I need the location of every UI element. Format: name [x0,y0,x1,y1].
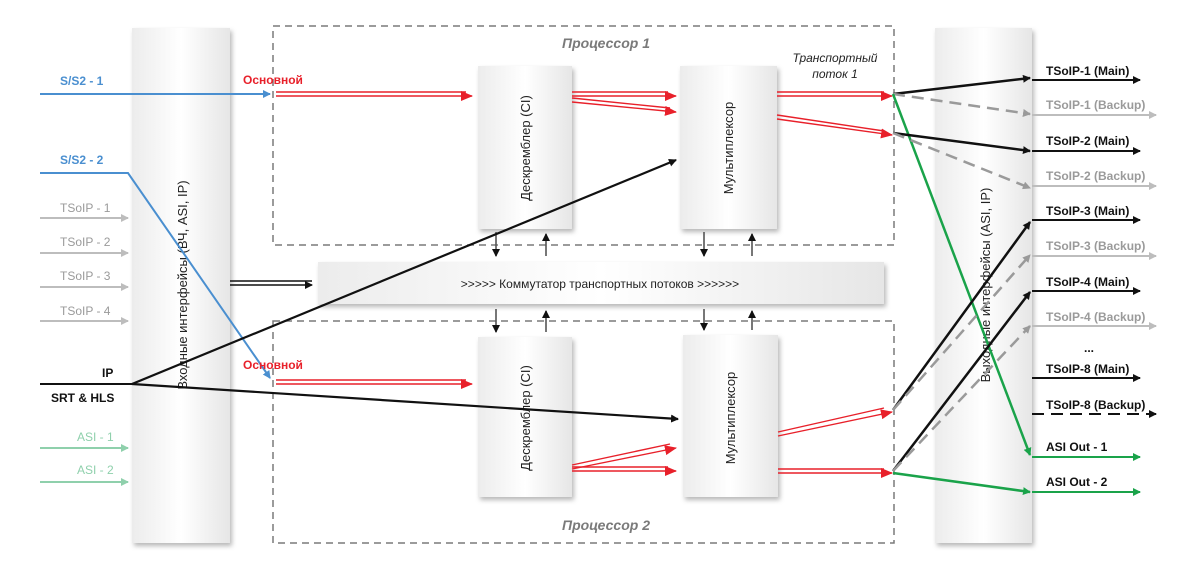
input-interfaces-panel [132,28,230,543]
input-label-s2-2: S/S2 - 2 [60,153,104,167]
input-lines [40,90,679,486]
mux-2-label: Мультиплексор [723,372,738,465]
input-label-s2-1: S/S2 - 1 [60,74,104,88]
mux-1-label: Мультиплексор [721,102,736,195]
output-label-tsoip2-main: TSoIP-2 (Main) [1046,134,1129,148]
ip-to-mux2-line [131,382,679,423]
mux-1-block [680,66,777,229]
descrambler-1-label: Дескремблер (CI) [518,95,533,201]
input-label-tsoip-4: TSoIP - 4 [60,304,111,318]
switch-label: >>>>> Коммутатор транспортных потоков >>… [461,277,739,291]
processor-1-red-flows [276,91,893,139]
input-panel-label: Входные интерфейсы (ВЧ, ASI, IP) [175,180,190,389]
processor-1-title: Процессор 1 [562,35,650,51]
input-label-tsoip-2: TSoIP - 2 [60,235,111,249]
output-label-tsoip2-backup: TSoIP-2 (Backup) [1046,169,1145,183]
output-lines [891,74,1032,496]
processor-2-box [272,320,895,544]
output-label-tsoip1-main: TSoIP-1 (Main) [1046,64,1129,78]
transport-stream-label-2: поток 1 [812,67,858,81]
processor-2-title: Процессор 2 [562,517,650,533]
input-label-asi-2: ASI - 2 [77,463,114,477]
output-label-tsoip8-main: TSoIP-8 (Main) [1046,362,1129,376]
input-label-tsoip-3: TSoIP - 3 [60,269,111,283]
descrambler-1-block [478,66,572,229]
input-label-srt-hls: SRT & HLS [51,391,114,405]
output-label-tsoip3-backup: TSoIP-3 (Backup) [1046,239,1145,253]
input-label-asi-1: ASI - 1 [77,430,114,444]
input-label-ip: IP [102,366,113,380]
output-label-tsoip4-backup: TSoIP-4 (Backup) [1046,310,1145,324]
main-label-2: Основной [243,358,303,372]
output-label-tsoip3-main: TSoIP-3 (Main) [1046,204,1129,218]
descrambler-2-label: Дескремблер (CI) [518,365,533,471]
main-label-1: Основной [243,73,303,87]
output-label-tsoip8-backup: TSoIP-8 (Backup) [1046,398,1145,412]
ip-to-mux1-line [131,158,677,386]
input-label-tsoip-1: TSoIP - 1 [60,201,111,215]
mux-2-block [683,335,778,497]
output-label-asi-out-2: ASI Out - 2 [1046,475,1108,489]
output-label-tsoip1-backup: TSoIP-1 (Backup) [1046,98,1145,112]
input-to-switch-link [230,280,313,289]
processor-2-red-flows [276,379,893,478]
s2-2-line [40,172,271,379]
transport-stream-label-1: Транспортный [793,51,878,65]
output-label-asi-out-1: ASI Out - 1 [1046,440,1108,454]
output-stubs [1032,76,1157,496]
descrambler-2-block [478,337,572,497]
processor-switch-arrows [492,232,756,333]
output-label-tsoip4-main: TSoIP-4 (Main) [1046,275,1129,289]
output-label-ellipsis: ... [1084,341,1094,355]
